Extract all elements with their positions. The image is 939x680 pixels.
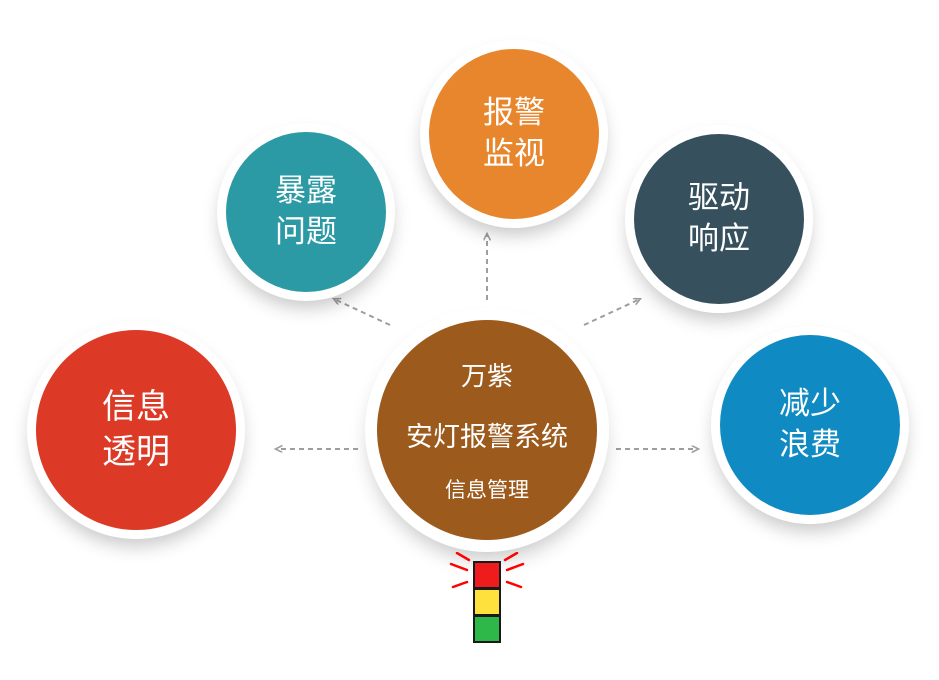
center-title-line: 信息管理 bbox=[445, 479, 529, 502]
node-label-line: 浪费 bbox=[779, 427, 841, 462]
light-ray bbox=[505, 580, 523, 589]
node-label-line: 信息 bbox=[102, 388, 170, 427]
node-center: 万紫 安灯报警系统 信息管理 bbox=[377, 320, 597, 540]
node-reduce-waste: 减少 浪费 bbox=[720, 335, 900, 515]
andon-green-lamp bbox=[473, 615, 501, 643]
center-title-line: 万紫 bbox=[460, 361, 513, 391]
andon-red-lamp bbox=[473, 561, 501, 589]
light-ray bbox=[455, 552, 471, 562]
node-label-line: 报警 bbox=[483, 95, 545, 131]
node-info-transparency: 信息 透明 bbox=[36, 330, 236, 530]
andon-yellow-lamp bbox=[473, 588, 501, 616]
node-label-line: 暴露 bbox=[275, 173, 337, 209]
andon-tower-light-icon bbox=[449, 552, 525, 643]
node-drive-response: 驱动 响应 bbox=[634, 134, 804, 304]
arrow-to-drive-response bbox=[583, 299, 640, 326]
node-alarm-monitoring: 报警 监视 bbox=[429, 49, 599, 219]
node-expose-problems: 暴露 问题 bbox=[226, 132, 386, 292]
arrow-to-expose-problems bbox=[334, 299, 391, 326]
node-label-line: 响应 bbox=[688, 221, 750, 256]
node-label-line: 减少 bbox=[779, 386, 841, 422]
light-ray bbox=[505, 562, 525, 572]
light-ray bbox=[449, 562, 469, 572]
light-ray bbox=[503, 552, 519, 562]
node-label-line: 透明 bbox=[102, 433, 170, 471]
node-label-line: 监视 bbox=[483, 136, 545, 171]
node-label-line: 问题 bbox=[275, 214, 337, 249]
node-label-line: 驱动 bbox=[688, 180, 750, 216]
light-ray bbox=[451, 580, 469, 589]
center-title-line: 安灯报警系统 bbox=[406, 422, 568, 452]
